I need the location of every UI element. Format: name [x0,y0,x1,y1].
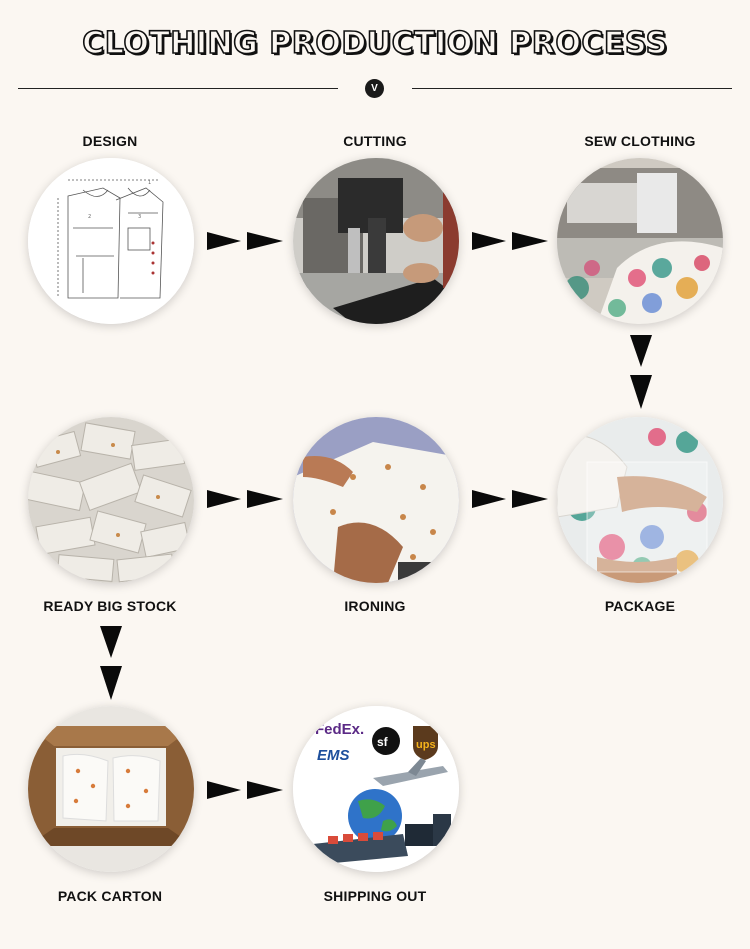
page-title: CLOTHING PRODUCTION PROCESS [81,25,668,62]
carton-box-image [28,706,194,872]
step-label-ironing: IRONING [344,598,406,614]
ironing-garment-image [293,417,459,583]
cutting-machine-image [293,158,459,324]
ems-logo: EMS [317,747,350,764]
fedex-logo: FedEx. [315,721,364,738]
ups-logo: ups [416,739,436,751]
title-divider-left [18,88,338,89]
pattern-sketch-image: 1 2 3 [28,158,194,324]
packaging-garment-image [557,417,723,583]
arrow-down-icon [100,626,122,700]
step-label-pack-carton: PACK CARTON [57,888,163,904]
step-label-cutting: CUTTING [343,133,407,149]
arrow-right-icon [207,490,283,508]
arrow-right-icon [472,490,548,508]
svg-text:3: 3 [138,214,141,220]
step-label-design: DESIGN [82,133,138,149]
sf-logo: sf [377,735,389,749]
chevron-badge-icon: V [365,79,384,98]
arrow-right-icon [207,781,283,799]
arrow-down-icon [630,335,652,409]
fabric-stock-image [28,417,194,583]
step-label-package: PACKAGE [604,598,676,614]
svg-text:2: 2 [88,214,91,220]
arrow-right-icon [207,232,283,250]
arrow-right-icon [472,232,548,250]
sewing-machine-image [557,158,723,324]
svg-text:1: 1 [148,180,151,186]
step-label-shipping-out: SHIPPING OUT [323,888,427,904]
step-label-sew-clothing: SEW CLOTHING [584,133,696,149]
shipping-logistics-image: FedEx. EMS sf ups [293,706,459,872]
title-divider-right [412,88,732,89]
step-label-ready-big-stock: READY BIG STOCK [43,598,177,614]
